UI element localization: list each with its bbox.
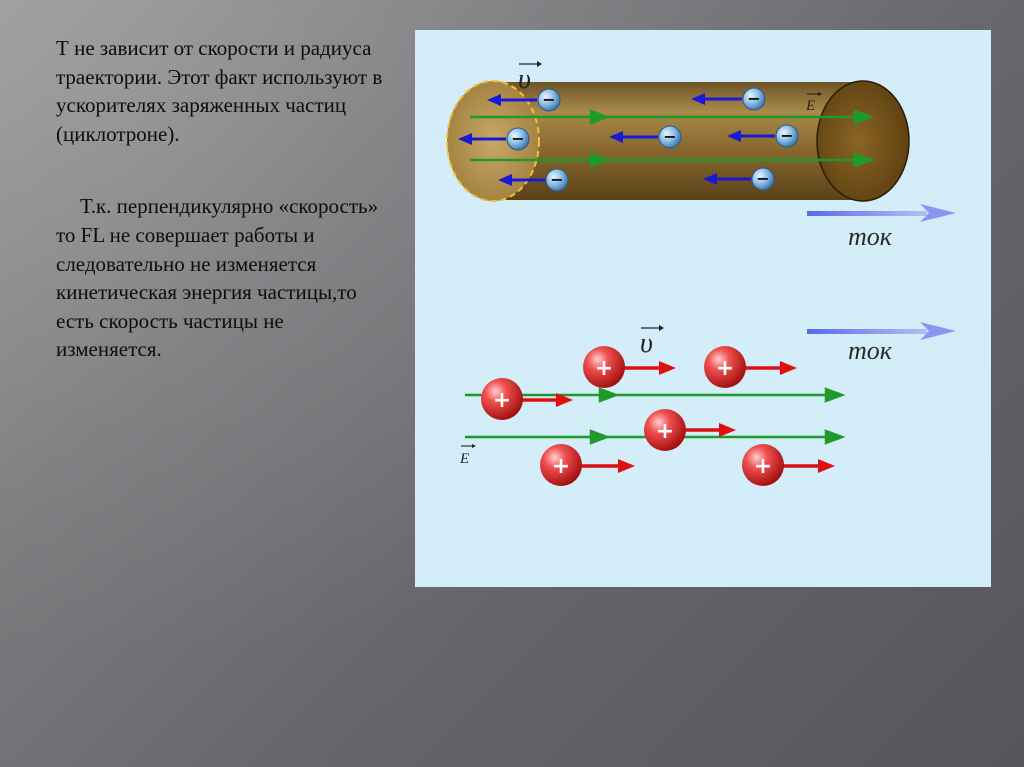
current-arrow-head — [920, 204, 956, 222]
current-diagram-svg: − − − − — [446, 61, 956, 486]
electron-6: − — [498, 168, 569, 192]
electron-velocity-arrowhead — [487, 94, 501, 106]
electron-ball — [537, 88, 561, 112]
electron-ball — [775, 124, 799, 148]
electron-ball — [658, 125, 682, 149]
field-line-arrowhead — [824, 387, 846, 403]
field-line-arrowhead — [589, 109, 611, 125]
current-arrow-top: ток — [807, 204, 956, 251]
electron-sign: − — [542, 90, 555, 109]
slide-text: Т не зависит от скорости и радиуса траек… — [56, 34, 386, 364]
proton-5: + — [540, 444, 635, 486]
field-line-arrowhead — [598, 387, 620, 403]
paragraph-work-of-force-text: Т.к. перпендикулярно «скорость» то FL не… — [56, 194, 379, 362]
electron-velocity-arrowhead — [609, 131, 623, 143]
electron-ball — [506, 127, 530, 151]
proton-velocity-arrowhead — [618, 459, 635, 473]
proton-sign: + — [754, 454, 772, 479]
proton-sign: + — [552, 454, 570, 479]
electrons: − − − − — [458, 87, 799, 192]
current-arrow-shaft — [807, 329, 927, 334]
current-diagram: − − − − — [415, 30, 991, 587]
proton-6: + — [742, 444, 835, 486]
electron-7: − — [703, 167, 775, 191]
electron-sign: − — [747, 89, 760, 108]
proton-velocity-arrowhead — [556, 393, 573, 407]
electron-sign: − — [780, 126, 793, 145]
electron-velocity-arrowhead — [458, 133, 472, 145]
electron-sign: − — [550, 170, 563, 189]
current-arrow-bottom: ток — [807, 322, 956, 365]
proton-ball — [704, 346, 746, 388]
conductor-near-end — [446, 80, 540, 202]
electron-3: − — [458, 127, 530, 151]
field-line-arrowhead — [853, 152, 875, 168]
electron-velocity-arrowhead — [498, 174, 512, 186]
electron-velocity-arrowhead — [691, 93, 705, 105]
proton-2: + — [704, 346, 797, 388]
field-symbol: E — [459, 451, 469, 467]
proton-3: + — [481, 378, 573, 420]
electron-ball — [545, 168, 569, 192]
proton-sign: + — [493, 388, 511, 413]
field-symbol: E — [805, 98, 815, 114]
proton-sign: + — [595, 356, 613, 381]
electron-4: − — [609, 125, 682, 149]
proton-ball — [481, 378, 523, 420]
proton-velocity-arrowhead — [780, 361, 797, 375]
field-line-arrowhead — [824, 429, 846, 445]
field-line-arrowhead — [853, 109, 875, 125]
proton-velocity-arrowhead — [659, 361, 676, 375]
proton-ball — [742, 444, 784, 486]
proton-1: + — [583, 346, 676, 388]
current-arrow-head — [920, 322, 956, 340]
proton-ball — [540, 444, 582, 486]
conductor-far-end — [816, 80, 910, 202]
electron-ball — [742, 87, 766, 111]
proton-sign: + — [656, 419, 674, 444]
current-arrow-shaft — [807, 211, 927, 216]
electron-1: − — [487, 88, 561, 112]
proton-4: + — [644, 409, 736, 451]
field-line-arrowhead — [589, 429, 611, 445]
electron-velocity-arrowhead — [703, 173, 717, 185]
paragraph-work-of-force: Т.к. перпендикулярно «скорость» то FL не… — [56, 192, 386, 364]
proton-ball — [644, 409, 686, 451]
current-label: ток — [848, 336, 893, 365]
electron-sign: − — [511, 129, 524, 148]
proton-velocity-arrowhead — [719, 423, 736, 437]
proton-sign: + — [716, 356, 734, 381]
proton-velocity-arrowhead — [818, 459, 835, 473]
electron-5: − — [727, 124, 799, 148]
electron-sign: − — [756, 169, 769, 188]
electron-sign: − — [663, 127, 676, 146]
velocity-label-bottom: υ — [640, 325, 664, 359]
field-label-top: E — [805, 92, 822, 114]
proton-ball — [583, 346, 625, 388]
field-label-bottom: E — [459, 444, 476, 467]
positive-charges: + + + + — [481, 346, 835, 486]
velocity-symbol: υ — [640, 328, 653, 359]
current-label: ток — [848, 222, 893, 251]
electron-velocity-arrowhead — [727, 130, 741, 142]
field-line-arrowhead — [589, 152, 611, 168]
velocity-label-top: υ — [518, 61, 542, 95]
paragraph-period-independence: Т не зависит от скорости и радиуса траек… — [56, 36, 383, 146]
field-lines-top — [470, 109, 875, 168]
electron-2: − — [691, 87, 766, 111]
electron-ball — [751, 167, 775, 191]
velocity-symbol: υ — [518, 64, 531, 95]
